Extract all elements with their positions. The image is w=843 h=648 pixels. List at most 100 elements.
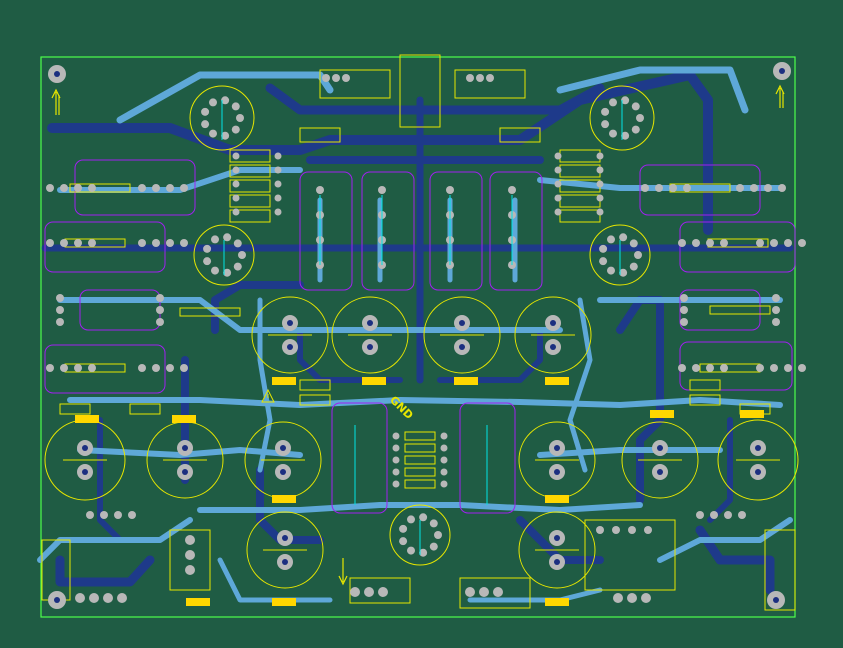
pad (60, 184, 68, 192)
pad (613, 593, 623, 603)
drill-hole (779, 68, 785, 74)
resistor-outline (179, 307, 241, 317)
up-arrow-icon (51, 88, 61, 115)
courtyard-outline (489, 171, 543, 291)
tube-pin-pad (629, 239, 638, 248)
drill-hole (554, 535, 560, 541)
component-outline (689, 394, 721, 406)
tube-pin-pad (619, 268, 628, 277)
drill-hole (657, 469, 663, 475)
component-outline (454, 69, 526, 99)
tube-pin-pad (599, 244, 608, 253)
pad (88, 184, 96, 192)
pad (88, 364, 96, 372)
component-outline (229, 194, 271, 208)
pad (486, 74, 494, 82)
pad (350, 587, 360, 597)
component-outline (299, 379, 331, 391)
solder-mark (362, 377, 386, 385)
pad (138, 239, 146, 247)
drill-hole (82, 445, 88, 451)
component-outline (299, 394, 331, 406)
resistor-outline (69, 183, 131, 193)
pad (378, 186, 386, 194)
pad (392, 468, 400, 476)
drill-hole (82, 469, 88, 475)
tube-pin-pad (629, 262, 638, 271)
pad (465, 587, 475, 597)
tube-pin-pad (203, 257, 212, 266)
courtyard-outline (299, 171, 353, 291)
pad (152, 364, 160, 372)
drill-hole (182, 469, 188, 475)
tube-socket-outline (389, 504, 451, 566)
pad (392, 432, 400, 440)
pad (46, 364, 54, 372)
pad (756, 364, 764, 372)
pad (232, 166, 240, 174)
tube-pin-pad (607, 235, 615, 244)
pad (138, 364, 146, 372)
solder-mark (186, 598, 210, 606)
tube-pin-pad (233, 239, 242, 248)
board-outline (40, 56, 796, 618)
pad (88, 239, 96, 247)
tube-pin-pad (231, 102, 240, 111)
solder-mark (650, 410, 674, 418)
courtyard-layer (44, 159, 796, 514)
pad (466, 74, 474, 82)
tube-pin-pad (636, 114, 644, 122)
capacitor-outline (717, 419, 799, 501)
drill-hole (54, 71, 60, 77)
tube-pin-pad (221, 131, 230, 140)
pad (680, 294, 688, 302)
tube-pin-pad (233, 262, 242, 271)
silkscreen-layer (41, 54, 799, 611)
drill-hole (280, 469, 286, 475)
pad (440, 432, 448, 440)
component-outline (229, 164, 271, 178)
solder-mark (172, 415, 196, 423)
pad (720, 364, 728, 372)
drill-hole (367, 344, 373, 350)
pad (392, 480, 400, 488)
capacitor-outline (251, 296, 329, 374)
pad (784, 364, 792, 372)
pad (86, 511, 94, 519)
pad (274, 152, 282, 160)
pad (772, 318, 780, 326)
pad (274, 194, 282, 202)
top-trace (116, 71, 334, 124)
component-outline (404, 467, 436, 477)
pad (56, 306, 64, 314)
top-trace (67, 397, 783, 408)
courtyard-outline (44, 221, 166, 273)
tube-pin-pad (209, 129, 217, 138)
pads-layer (46, 62, 806, 609)
drill-hole (459, 320, 465, 326)
tube-pin-pad (634, 251, 642, 259)
resistor-outline (709, 305, 771, 315)
pad (152, 239, 160, 247)
top-trace (217, 557, 333, 603)
pad (232, 194, 240, 202)
pad (641, 184, 649, 192)
solder-mark (272, 598, 296, 606)
pad (103, 593, 113, 603)
solder-mark (272, 377, 296, 385)
pad (706, 239, 714, 247)
courtyard-outline (44, 344, 166, 394)
pad (692, 239, 700, 247)
component-outline (169, 529, 211, 591)
pad (696, 511, 704, 519)
drill-hole (459, 344, 465, 350)
pad (378, 587, 388, 597)
top-trace (567, 297, 593, 473)
pad (678, 239, 686, 247)
pad (274, 166, 282, 174)
pad (680, 318, 688, 326)
pad (680, 306, 688, 314)
drill-hole (550, 344, 556, 350)
pad (274, 180, 282, 188)
